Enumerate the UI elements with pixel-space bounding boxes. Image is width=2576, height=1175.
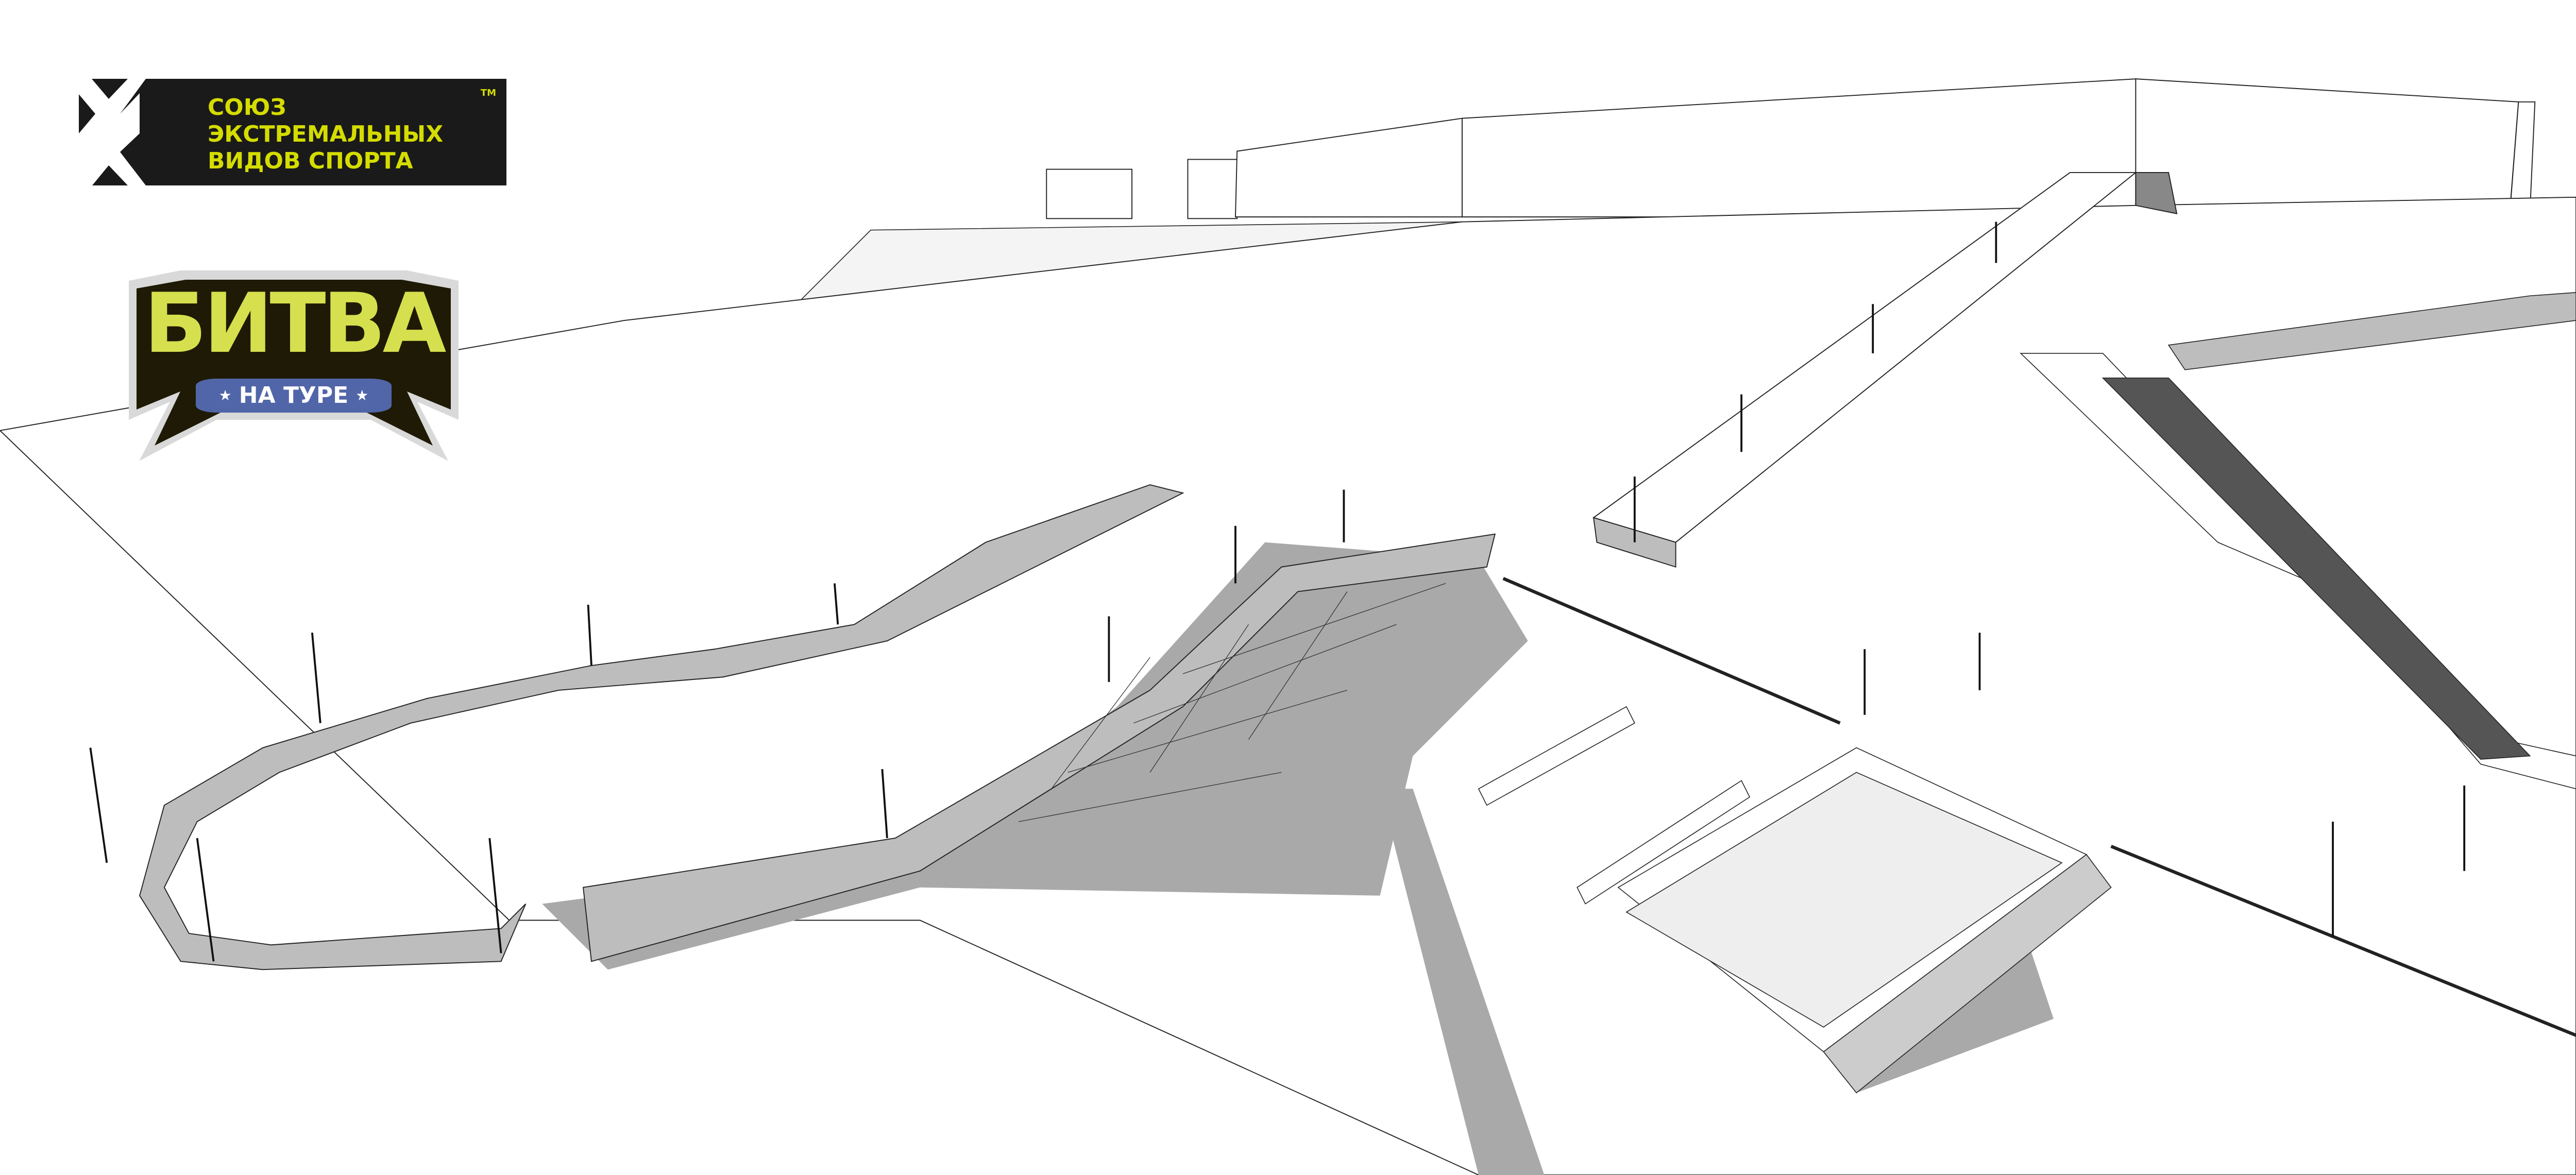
background-buildings [1046,78,2536,219]
union-logo-line1: СОЮЗ [208,94,286,121]
lower-stairs [1478,706,2112,1094]
trademark: TM [480,88,496,98]
scaffold-structure [1018,583,1446,822]
battle-logo-ribbon: ★ НА ТУРЕ ★ [196,379,392,413]
right-stairs [2020,292,2576,790]
floodlight-masts [89,222,2466,962]
railings [1502,577,2576,1037]
battle-logo-ribbon-text: НА ТУРЕ [239,382,349,408]
union-logo-line2: ЭКСТРЕМАЛЬНЫХ [208,121,444,147]
union-logo-line3: ВИДОВ СПОРТА [208,148,413,174]
star-icon: ★ [355,387,369,403]
union-logo: СОЮЗ ЭКСТРЕМАЛЬНЫХ ВИДОВ СПОРТА TM [79,79,506,185]
curved-barrier-wall [139,484,1496,970]
battle-logo-title: БИТВА [144,275,447,371]
x-mark-icon [79,79,146,185]
battle-logo: БИТВА ★ НА ТУРЕ ★ [129,270,459,461]
star-icon: ★ [218,387,232,403]
kicker-ramp [1592,172,2178,568]
